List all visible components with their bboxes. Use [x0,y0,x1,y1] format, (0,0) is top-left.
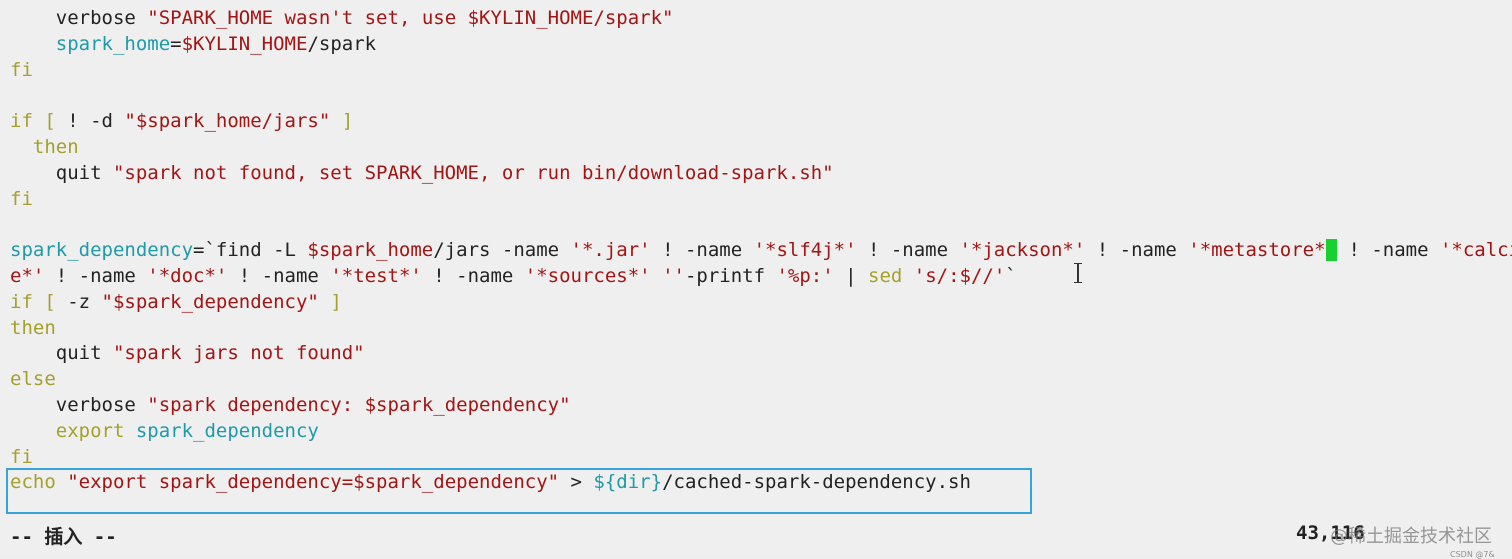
code-line[interactable]: verbose "SPARK_HOME wasn't set, use $KYL… [10,6,1512,32]
code-token: else [10,368,56,391]
mode-indicator: -- 插入 -- [10,526,117,548]
code-line[interactable]: e*' ! -name '*doc*' ! -name '*test*' ! -… [10,264,1512,290]
cursor-position: 43,116 [1296,522,1365,544]
code-line[interactable]: fi [10,187,1512,213]
code-token: fi [10,58,33,81]
code-token: '*metastore* [1188,239,1326,262]
code-token: "$spark_home/jars" [124,110,331,133]
code-token: ! -name [1085,239,1189,262]
code-token: "export spark_dependency=$spark_dependen… [67,471,560,494]
code-token: spark_dependency [135,419,319,442]
code-line[interactable]: if [ -z "$spark_dependency" ] [10,290,1512,316]
code-token: "spark not found, set SPARK_HOME, or run… [112,161,834,184]
code-token: /jars -name [433,239,571,262]
code-token: if [ [10,290,68,313]
code-line[interactable]: spark_home=$KYLIN_HOME/spark [10,32,1512,58]
code-token: ${dir} [593,471,663,494]
code-line[interactable]: fi [10,445,1512,471]
code-token: $spark_home [307,239,434,262]
code-token: 's/:$//' [913,264,1006,287]
code-line[interactable] [10,212,1512,238]
code-token: ! -d [67,110,125,133]
code-token: '*.jar' [570,239,651,262]
code-token: "SPARK_HOME wasn't set, use $KYLIN_HOME/… [147,7,674,29]
code-line[interactable]: spark_dependency=`find -L $spark_home/ja… [10,238,1512,264]
code-line[interactable]: verbose "spark dependency: $spark_depend… [10,393,1512,419]
code-token: spark_dependency [10,239,194,262]
code-token: ! -name [44,264,148,287]
code-token: echo [10,471,68,494]
code-token: ` [1005,264,1017,287]
code-token: export [10,419,136,442]
code-token: = [170,32,182,55]
code-token: '' [650,264,685,287]
code-token: quit [10,161,113,184]
code-line[interactable]: then [10,316,1512,342]
watermark-small: CSDN @7& [1450,550,1495,559]
code-token: ! -name [227,264,331,287]
code-line[interactable]: if [ ! -d "$spark_home/jars" ] [10,109,1512,135]
code-token: '*sources*' [524,264,651,287]
code-token: ! -name [650,239,754,262]
code-token: '*slf4j*' [753,239,857,262]
code-token: sed [868,264,914,287]
code-token: '*doc*' [147,264,228,287]
code-token: then [10,135,79,158]
code-token: "$spark_dependency" [101,290,319,313]
code-line[interactable]: echo "export spark_dependency=$spark_dep… [10,470,1512,496]
code-line[interactable] [10,83,1512,109]
code-token: /spark [307,32,377,55]
code-token: "spark dependency: $spark_dependency" [147,393,571,416]
code-token: ] [318,290,342,313]
code-token: ] [330,110,354,133]
code-line[interactable]: quit "spark jars not found" [10,341,1512,367]
code-token: verbose [10,393,148,416]
code-token: -printf [684,264,777,287]
code-token: verbose [10,7,148,29]
code-token: e*' [10,264,45,287]
code-token: quit [10,342,113,365]
code-line[interactable]: then [10,135,1512,161]
code-token: "spark jars not found" [112,342,365,365]
code-token: fi [10,187,33,210]
code-token: ! -name [1337,239,1440,262]
code-token: /cached-spark-dependency.sh [662,471,971,494]
code-line[interactable]: export spark_dependency [10,419,1512,445]
code-line[interactable]: else [10,367,1512,393]
selection-highlight-box [6,468,1032,514]
code-token: -z [67,290,102,313]
code-token: ! -name [421,264,525,287]
code-token: if [ [10,110,68,133]
code-token: '*jackson*' [959,239,1086,262]
code-token: | [833,264,868,287]
code-token: ! -name [856,239,960,262]
code-token: > [559,471,594,494]
code-token: =`find -L [193,239,308,262]
code-token: '*test*' [330,264,422,287]
code-token: '*calcit [1439,239,1512,262]
code-token: fi [10,445,33,468]
code-token: then [10,316,56,339]
code-line[interactable]: quit "spark not found, set SPARK_HOME, o… [10,161,1512,187]
code-lines[interactable]: verbose "SPARK_HOME wasn't set, use $KYL… [10,6,1512,496]
status-line: -- 插入 -- 43,116 @稀土掘金技术社区 CSDN @7& [0,520,1512,559]
code-token: '%p:' [776,264,834,287]
cursor-block: ' [1325,239,1338,262]
code-token: $KYLIN_HOME [181,32,308,55]
watermark: @稀土掘金技术社区 [1330,526,1492,547]
text-cursor-icon [1073,263,1083,283]
code-token: spark_home [10,32,171,55]
code-line[interactable]: fi [10,58,1512,84]
